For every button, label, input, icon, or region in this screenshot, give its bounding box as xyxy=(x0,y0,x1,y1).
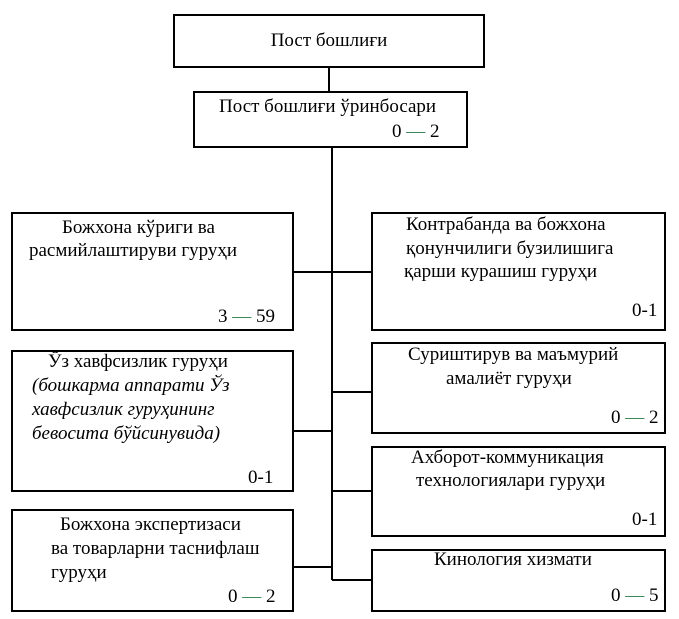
left-unit-1-line-2: расмийлаштируви гуруҳи xyxy=(29,240,238,261)
left-unit-3-line-2: ва товарларни таснифлаш xyxy=(51,538,260,559)
right-unit-1-line-3: қарши курашиш гуруҳи xyxy=(404,261,597,282)
right-unit-2-count: 0 — 2 xyxy=(611,407,659,428)
left-unit-2-line-1: Ўз хавфсизлик гуруҳи xyxy=(48,351,228,372)
right-unit-1-box xyxy=(371,212,666,331)
right-unit-2-line-2: амалиёт гуруҳи xyxy=(446,368,572,389)
right-unit-4-line-1: Кинология хизмати xyxy=(434,549,592,570)
left-unit-1-box xyxy=(11,212,294,331)
right-unit-2-box xyxy=(371,342,666,434)
right-unit-1-line-2: қонунчилиги бузилишига xyxy=(406,238,614,259)
right-unit-4-box xyxy=(371,549,666,612)
left-unit-2-count: 0-1 xyxy=(248,467,274,488)
left-unit-3-line-3: гуруҳи xyxy=(51,562,107,583)
left-unit-3-box xyxy=(11,509,294,612)
left-unit-2-italic-1: (бошкарма аппарати Ўз xyxy=(32,375,230,396)
left-unit-1-count: 3 — 59 xyxy=(218,306,275,327)
right-unit-1-count: 0-1 xyxy=(632,300,658,321)
deputy-box xyxy=(193,91,468,148)
right-unit-3-count: 0-1 xyxy=(632,509,658,530)
right-unit-3-line-1: Ахборот-коммуникация xyxy=(411,447,604,468)
right-unit-3-box xyxy=(371,446,666,537)
left-unit-1-line-1: Божхона кўриги ва xyxy=(62,217,215,238)
left-unit-2-italic-2: хавфсизлик гуруҳининг xyxy=(32,399,215,420)
right-unit-4-count: 0 — 5 xyxy=(611,585,659,606)
right-unit-3-line-2: технологиялари гуруҳи xyxy=(416,470,606,491)
left-unit-2-italic-3: бевосита бўйсинувида) xyxy=(32,423,221,444)
right-unit-1-line-1: Контрабанда ва божхона xyxy=(406,214,606,235)
left-unit-3-count: 0 — 2 xyxy=(228,586,276,607)
left-unit-2-box xyxy=(11,350,294,492)
deputy-count: 0 — 2 xyxy=(392,121,440,142)
right-unit-2-line-1: Суриштирув ва маъмурий xyxy=(408,344,619,365)
left-unit-3-line-1: Божхона экспертизаси xyxy=(60,514,241,535)
head-title: Пост бошлиғи xyxy=(270,30,388,51)
head-box xyxy=(173,14,485,68)
deputy-title: Пост бошлиғи ўринбосари xyxy=(219,96,437,117)
